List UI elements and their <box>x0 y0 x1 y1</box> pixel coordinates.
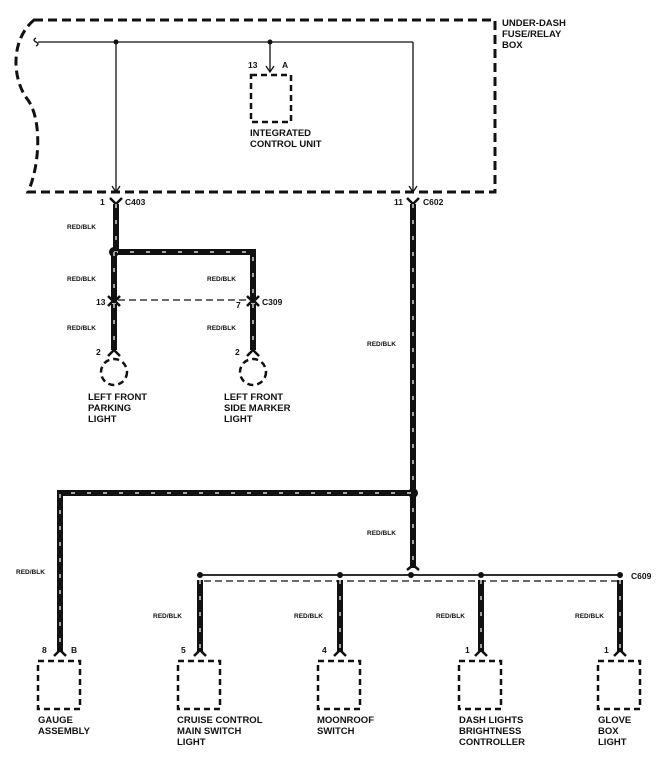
parking-light-pin: 2 <box>96 347 101 357</box>
cruise-switch-box <box>176 659 222 711</box>
fuse-box-outline <box>14 18 497 194</box>
glove-box-pin: 1 <box>604 645 609 655</box>
side-marker-pin: 2 <box>235 347 240 357</box>
dash-lights-box <box>457 659 503 711</box>
splice-dot <box>478 572 484 578</box>
connector-icon <box>246 348 260 357</box>
cruise-label-1: CRUISE CONTROL <box>177 715 263 726</box>
c309-pin-right: 7 <box>236 300 241 310</box>
arrow-icon <box>111 185 121 194</box>
cruise-pin: 5 <box>181 645 186 655</box>
connector-icon <box>107 348 121 357</box>
c602-label: C602 <box>423 197 444 207</box>
moonroof-switch-box <box>316 659 362 711</box>
arrow-icon <box>408 185 418 194</box>
connector-c602-icon <box>406 197 420 206</box>
connector-icon <box>613 648 627 657</box>
glove-box-light-box <box>596 659 642 711</box>
gauge-connector: B <box>71 645 77 655</box>
glove-box-label-1: GLOVE <box>598 715 631 726</box>
splice-dot <box>617 572 623 578</box>
icu-connector: A <box>282 60 288 70</box>
c403-pin: 1 <box>100 197 105 207</box>
c309-label: C309 <box>262 297 283 307</box>
gauge-label-2: ASSEMBLY <box>38 726 91 737</box>
wire-color-label: RED/BLK <box>575 613 604 620</box>
connector-icon <box>333 648 347 657</box>
c609-label: C609 <box>631 571 652 581</box>
gauge-label-1: GAUGE <box>38 715 73 726</box>
connector-c403-icon <box>109 197 123 206</box>
wire-color-label: RED/BLK <box>67 276 96 283</box>
splice-dot <box>408 572 414 578</box>
wire-color-label: RED/BLK <box>67 325 96 332</box>
connector-c309-left-icon <box>107 295 121 307</box>
dash-lights-label-3: CONTROLLER <box>459 737 525 748</box>
parking-light-label-3: LIGHT <box>88 414 117 425</box>
fuse-box-label-3: BOX <box>502 40 523 51</box>
wire-color-label: RED/BLK <box>367 530 396 537</box>
wire-color-label: RED/BLK <box>207 276 236 283</box>
gauge-assembly-box <box>36 659 82 711</box>
connector-icon <box>406 563 420 571</box>
side-marker-label-1: LEFT FRONT <box>224 392 283 403</box>
wire-splice-to-side-marker <box>114 249 256 300</box>
parking-light-label-1: LEFT FRONT <box>88 392 147 403</box>
splice-dot <box>337 572 343 578</box>
dash-lights-label-1: DASH LIGHTS <box>459 715 523 726</box>
c309-pin-left: 13 <box>96 297 106 307</box>
side-marker-label-3: LIGHT <box>224 414 253 425</box>
icu-label-2: CONTROL UNIT <box>250 139 322 150</box>
splice-dot <box>197 572 203 578</box>
connector-icon <box>474 648 488 657</box>
icu-pin: 13 <box>248 60 258 70</box>
wire-color-label: RED/BLK <box>207 325 236 332</box>
fuse-symbol <box>33 37 39 47</box>
fuse-box-label-2: FUSE/RELAY <box>502 29 562 40</box>
glove-box-label-3: LIGHT <box>598 737 627 748</box>
moonroof-label-2: SWITCH <box>317 726 355 737</box>
c403-label: C403 <box>125 197 146 207</box>
moonroof-label-1: MOONROOF <box>317 715 374 726</box>
moonroof-pin: 4 <box>322 645 327 655</box>
c602-pin: 11 <box>394 197 403 207</box>
icu-label-1: INTEGRATED <box>250 128 311 139</box>
connector-c309-right-icon <box>246 295 260 307</box>
side-marker-label-2: SIDE MARKER <box>224 403 291 414</box>
connector-icon <box>53 648 67 657</box>
wire-color-label: RED/BLK <box>67 224 96 231</box>
connector-icon <box>193 648 207 657</box>
bulb-icon <box>99 357 129 387</box>
dash-lights-label-2: BRIGHTNESS <box>459 726 521 737</box>
wire-to-gauge <box>57 490 411 652</box>
arrow-icon <box>265 65 275 74</box>
wire-color-label: RED/BLK <box>16 569 45 576</box>
dash-lights-pin: 1 <box>465 645 470 655</box>
cruise-label-3: LIGHT <box>177 737 206 748</box>
parking-light-label-2: PARKING <box>88 403 131 414</box>
gauge-pin: 8 <box>42 645 47 655</box>
bulb-icon <box>238 357 268 387</box>
cruise-label-2: MAIN SWITCH <box>177 726 242 737</box>
wire-color-label: RED/BLK <box>367 341 396 348</box>
fuse-box-label-1: UNDER-DASH <box>502 18 566 29</box>
icu-box <box>249 73 293 124</box>
wire-color-label: RED/BLK <box>294 613 323 620</box>
wire-color-label: RED/BLK <box>436 613 465 620</box>
wire-color-label: RED/BLK <box>153 613 182 620</box>
glove-box-label-2: BOX <box>598 726 619 737</box>
